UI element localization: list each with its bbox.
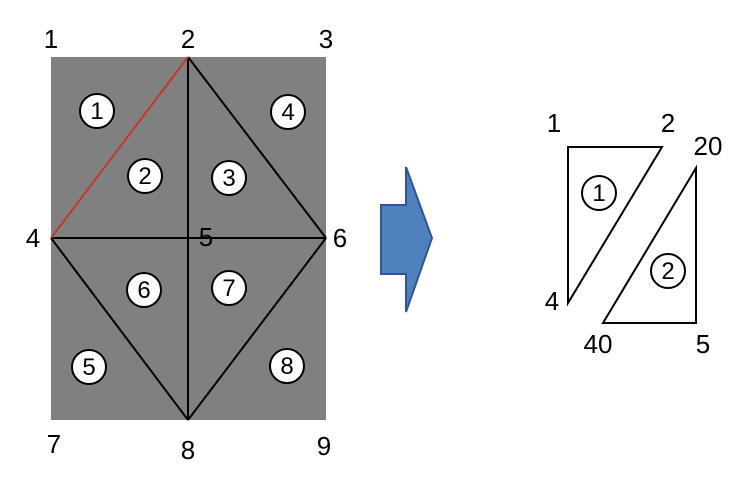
- node-label-7: 7: [47, 429, 61, 459]
- element-marker-3: 3: [211, 160, 247, 196]
- element-marker-8: 8: [269, 348, 305, 384]
- split-node-label-2: 2: [661, 108, 675, 138]
- split-node-label-4: 4: [545, 286, 559, 316]
- node-label-1: 1: [44, 24, 58, 54]
- element-label-7: 7: [222, 275, 235, 302]
- element-label-2: 2: [138, 163, 151, 190]
- element-marker-7: 7: [211, 270, 247, 306]
- element-label-3: 3: [222, 165, 235, 192]
- edge-4-2-highlight: [50, 56, 189, 239]
- split-element-marker-2: 2: [650, 253, 686, 289]
- split-node-label-20: 20: [694, 131, 723, 161]
- split-element-marker-1: 1: [581, 175, 617, 211]
- element-label-5: 5: [82, 354, 95, 381]
- mesh-edges: [50, 56, 327, 421]
- node-label-2: 2: [181, 24, 195, 54]
- element-label-6: 6: [137, 277, 150, 304]
- edge-2-6: [187, 56, 327, 239]
- split-element-label-2: 2: [661, 258, 674, 285]
- element-marker-2: 2: [127, 158, 163, 194]
- element-label-4: 4: [281, 99, 294, 126]
- element-marker-4: 4: [270, 94, 306, 130]
- split-element-label-1: 1: [592, 180, 605, 207]
- split-node-label-40: 40: [584, 329, 613, 359]
- node-label-4: 4: [26, 223, 40, 253]
- split-node-label-1: 1: [547, 108, 561, 138]
- split-node-label-5: 5: [696, 329, 710, 359]
- element-marker-5: 5: [71, 349, 107, 385]
- right-arrow-icon: [380, 166, 434, 313]
- element-label-8: 8: [280, 353, 293, 380]
- node-label-6: 6: [333, 223, 347, 253]
- node-label-5: 5: [199, 222, 213, 252]
- element-marker-1: 1: [79, 93, 115, 129]
- node-label-9: 9: [317, 431, 331, 461]
- edge-4-8: [50, 237, 189, 421]
- node-label-3: 3: [319, 24, 333, 54]
- edge-8-6: [187, 237, 327, 421]
- node-label-8: 8: [181, 435, 195, 465]
- element-marker-6: 6: [126, 272, 162, 308]
- element-label-1: 1: [90, 98, 103, 125]
